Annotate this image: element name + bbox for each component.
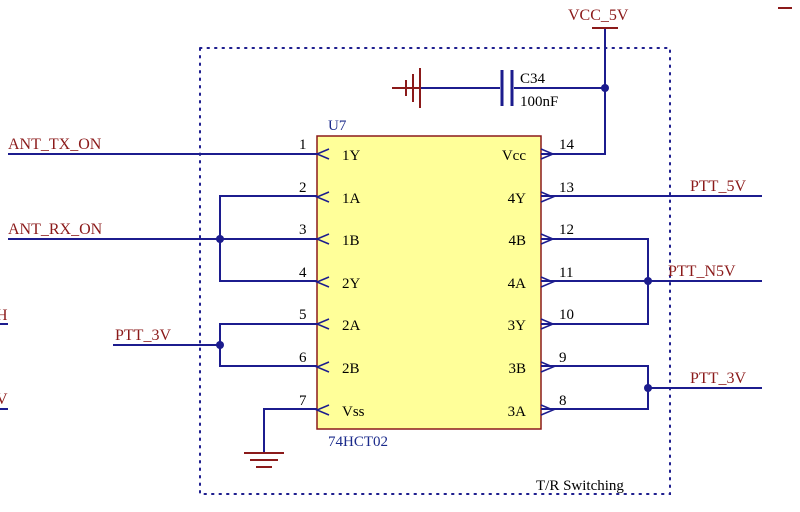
pin-name-left: Vss bbox=[342, 404, 365, 420]
wire-vcc bbox=[541, 28, 606, 155]
pin-number-right: 13 bbox=[559, 180, 574, 196]
pin-number-left: 6 bbox=[299, 350, 307, 366]
pin-name-left: 2B bbox=[342, 361, 360, 377]
pin-number-left: 2 bbox=[299, 180, 307, 196]
ic-part-number: 74HCT02 bbox=[328, 434, 388, 450]
block-label: T/R Switching bbox=[536, 478, 624, 494]
pin-number-left: 4 bbox=[299, 265, 307, 281]
pin-name-left: 2Y bbox=[342, 276, 361, 292]
pin-number-right: 10 bbox=[559, 307, 574, 323]
pin-number-right: 8 bbox=[559, 393, 567, 409]
pin-number-right: 12 bbox=[559, 222, 574, 238]
block-frame bbox=[199, 47, 671, 495]
net-label-partial-2: V bbox=[0, 391, 8, 408]
pin-name-right: 4A bbox=[508, 276, 527, 292]
net-label-ptt-3v-right: PTT_3V bbox=[690, 370, 746, 387]
pin-name-right: 4B bbox=[508, 233, 526, 249]
pin-number-right: 14 bbox=[559, 137, 575, 153]
pin-name-left: 1B bbox=[342, 233, 360, 249]
pin-number-right: 11 bbox=[559, 265, 573, 281]
ic-body[interactable] bbox=[316, 135, 542, 430]
net-label-partial-1: H bbox=[0, 307, 8, 324]
pin-name-right: 3Y bbox=[508, 318, 527, 334]
capacitor-designator: C34 bbox=[520, 71, 546, 87]
junction-dot-4a bbox=[644, 277, 652, 285]
junction-dot-3b-3a bbox=[644, 384, 652, 392]
pin-number-left: 5 bbox=[299, 307, 307, 323]
power-port-label: VCC_5V bbox=[568, 7, 629, 24]
junction-dot-2a-2b bbox=[216, 341, 224, 349]
net-label-ptt-5v: PTT_5V bbox=[690, 178, 746, 195]
net-label-ant-tx-on: ANT_TX_ON bbox=[8, 136, 102, 153]
junction-dot-1b bbox=[216, 235, 224, 243]
ic-designator: U7 bbox=[328, 118, 347, 134]
ground-symbol-vss bbox=[244, 452, 284, 468]
pin-number-left: 3 bbox=[299, 222, 307, 238]
net-label-ptt-n5v: PTT_N5V bbox=[668, 263, 736, 280]
wire-vss-ground bbox=[263, 408, 317, 452]
pin-name-right: 3B bbox=[508, 361, 526, 377]
capacitor-c34[interactable] bbox=[500, 70, 514, 106]
pin-name-left: 1Y bbox=[342, 148, 361, 164]
pin-name-left: 1A bbox=[342, 191, 361, 207]
net-label-ptt-3v-left: PTT_3V bbox=[115, 327, 171, 344]
pin-name-left: 2A bbox=[342, 318, 361, 334]
pin-name-right: Vcc bbox=[502, 148, 526, 164]
pin-number-right: 9 bbox=[559, 350, 567, 366]
pin-name-right: 4Y bbox=[508, 191, 527, 207]
pin-name-right: 3A bbox=[508, 404, 527, 420]
wire-3b-3a-loop bbox=[541, 365, 649, 410]
ground-symbol-cap bbox=[392, 68, 421, 108]
net-label-ant-rx-on: ANT_RX_ON bbox=[8, 221, 103, 238]
pin-number-left: 1 bbox=[299, 137, 307, 153]
pin-number-left: 7 bbox=[299, 393, 307, 409]
capacitor-value: 100nF bbox=[520, 94, 558, 110]
